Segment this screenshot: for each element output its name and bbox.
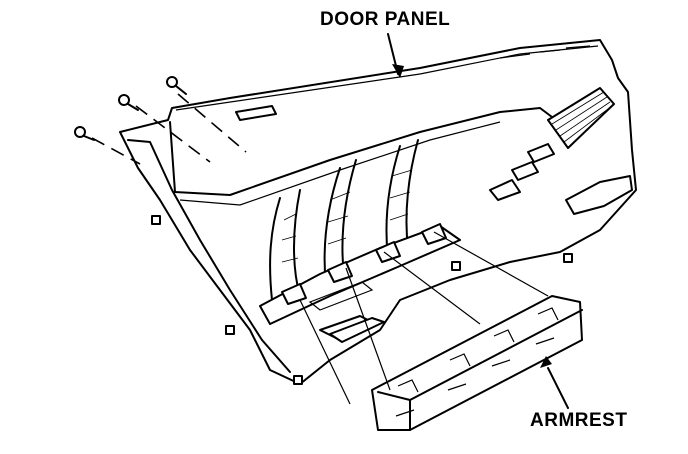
door-panel (119, 39, 637, 385)
callout-leaders (387, 33, 569, 409)
alignment-lines (91, 93, 549, 405)
screw-icon (74, 76, 187, 141)
armrest-base (259, 223, 461, 325)
armrest-label: ARMREST (530, 410, 628, 431)
armrest (371, 295, 583, 431)
door-panel-label: DOOR PANEL (320, 9, 451, 30)
